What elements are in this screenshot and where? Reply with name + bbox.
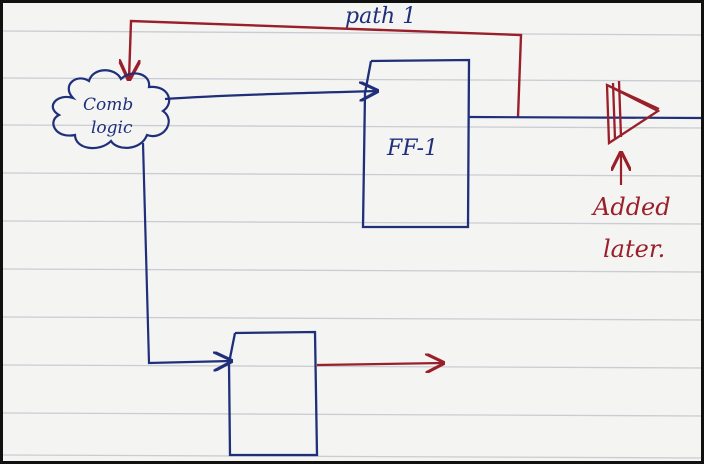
ff1-box xyxy=(361,58,471,229)
cloud-to-lower-box-wire xyxy=(141,142,231,363)
cloud-label-line2: logic xyxy=(91,118,133,138)
cloud-to-ff1-wire xyxy=(164,91,377,99)
cloud-label-line1: Comb xyxy=(83,95,133,115)
lower-ff-output-wire xyxy=(316,363,443,365)
ff1-label: FF-1 xyxy=(386,136,438,161)
note-line2: later. xyxy=(603,235,665,263)
added-buffer-gate-icon xyxy=(605,80,661,146)
diagram-canvas: path 1 Comb logic FF-1 Added later. xyxy=(3,4,701,459)
lower-ff-box xyxy=(227,330,319,457)
path-label: path 1 xyxy=(345,4,416,29)
path1-feedback-wire xyxy=(129,19,523,118)
ff1-output-wire xyxy=(468,115,701,120)
note-line1: Added xyxy=(591,193,671,221)
comb-logic-cloud-icon xyxy=(51,69,171,150)
